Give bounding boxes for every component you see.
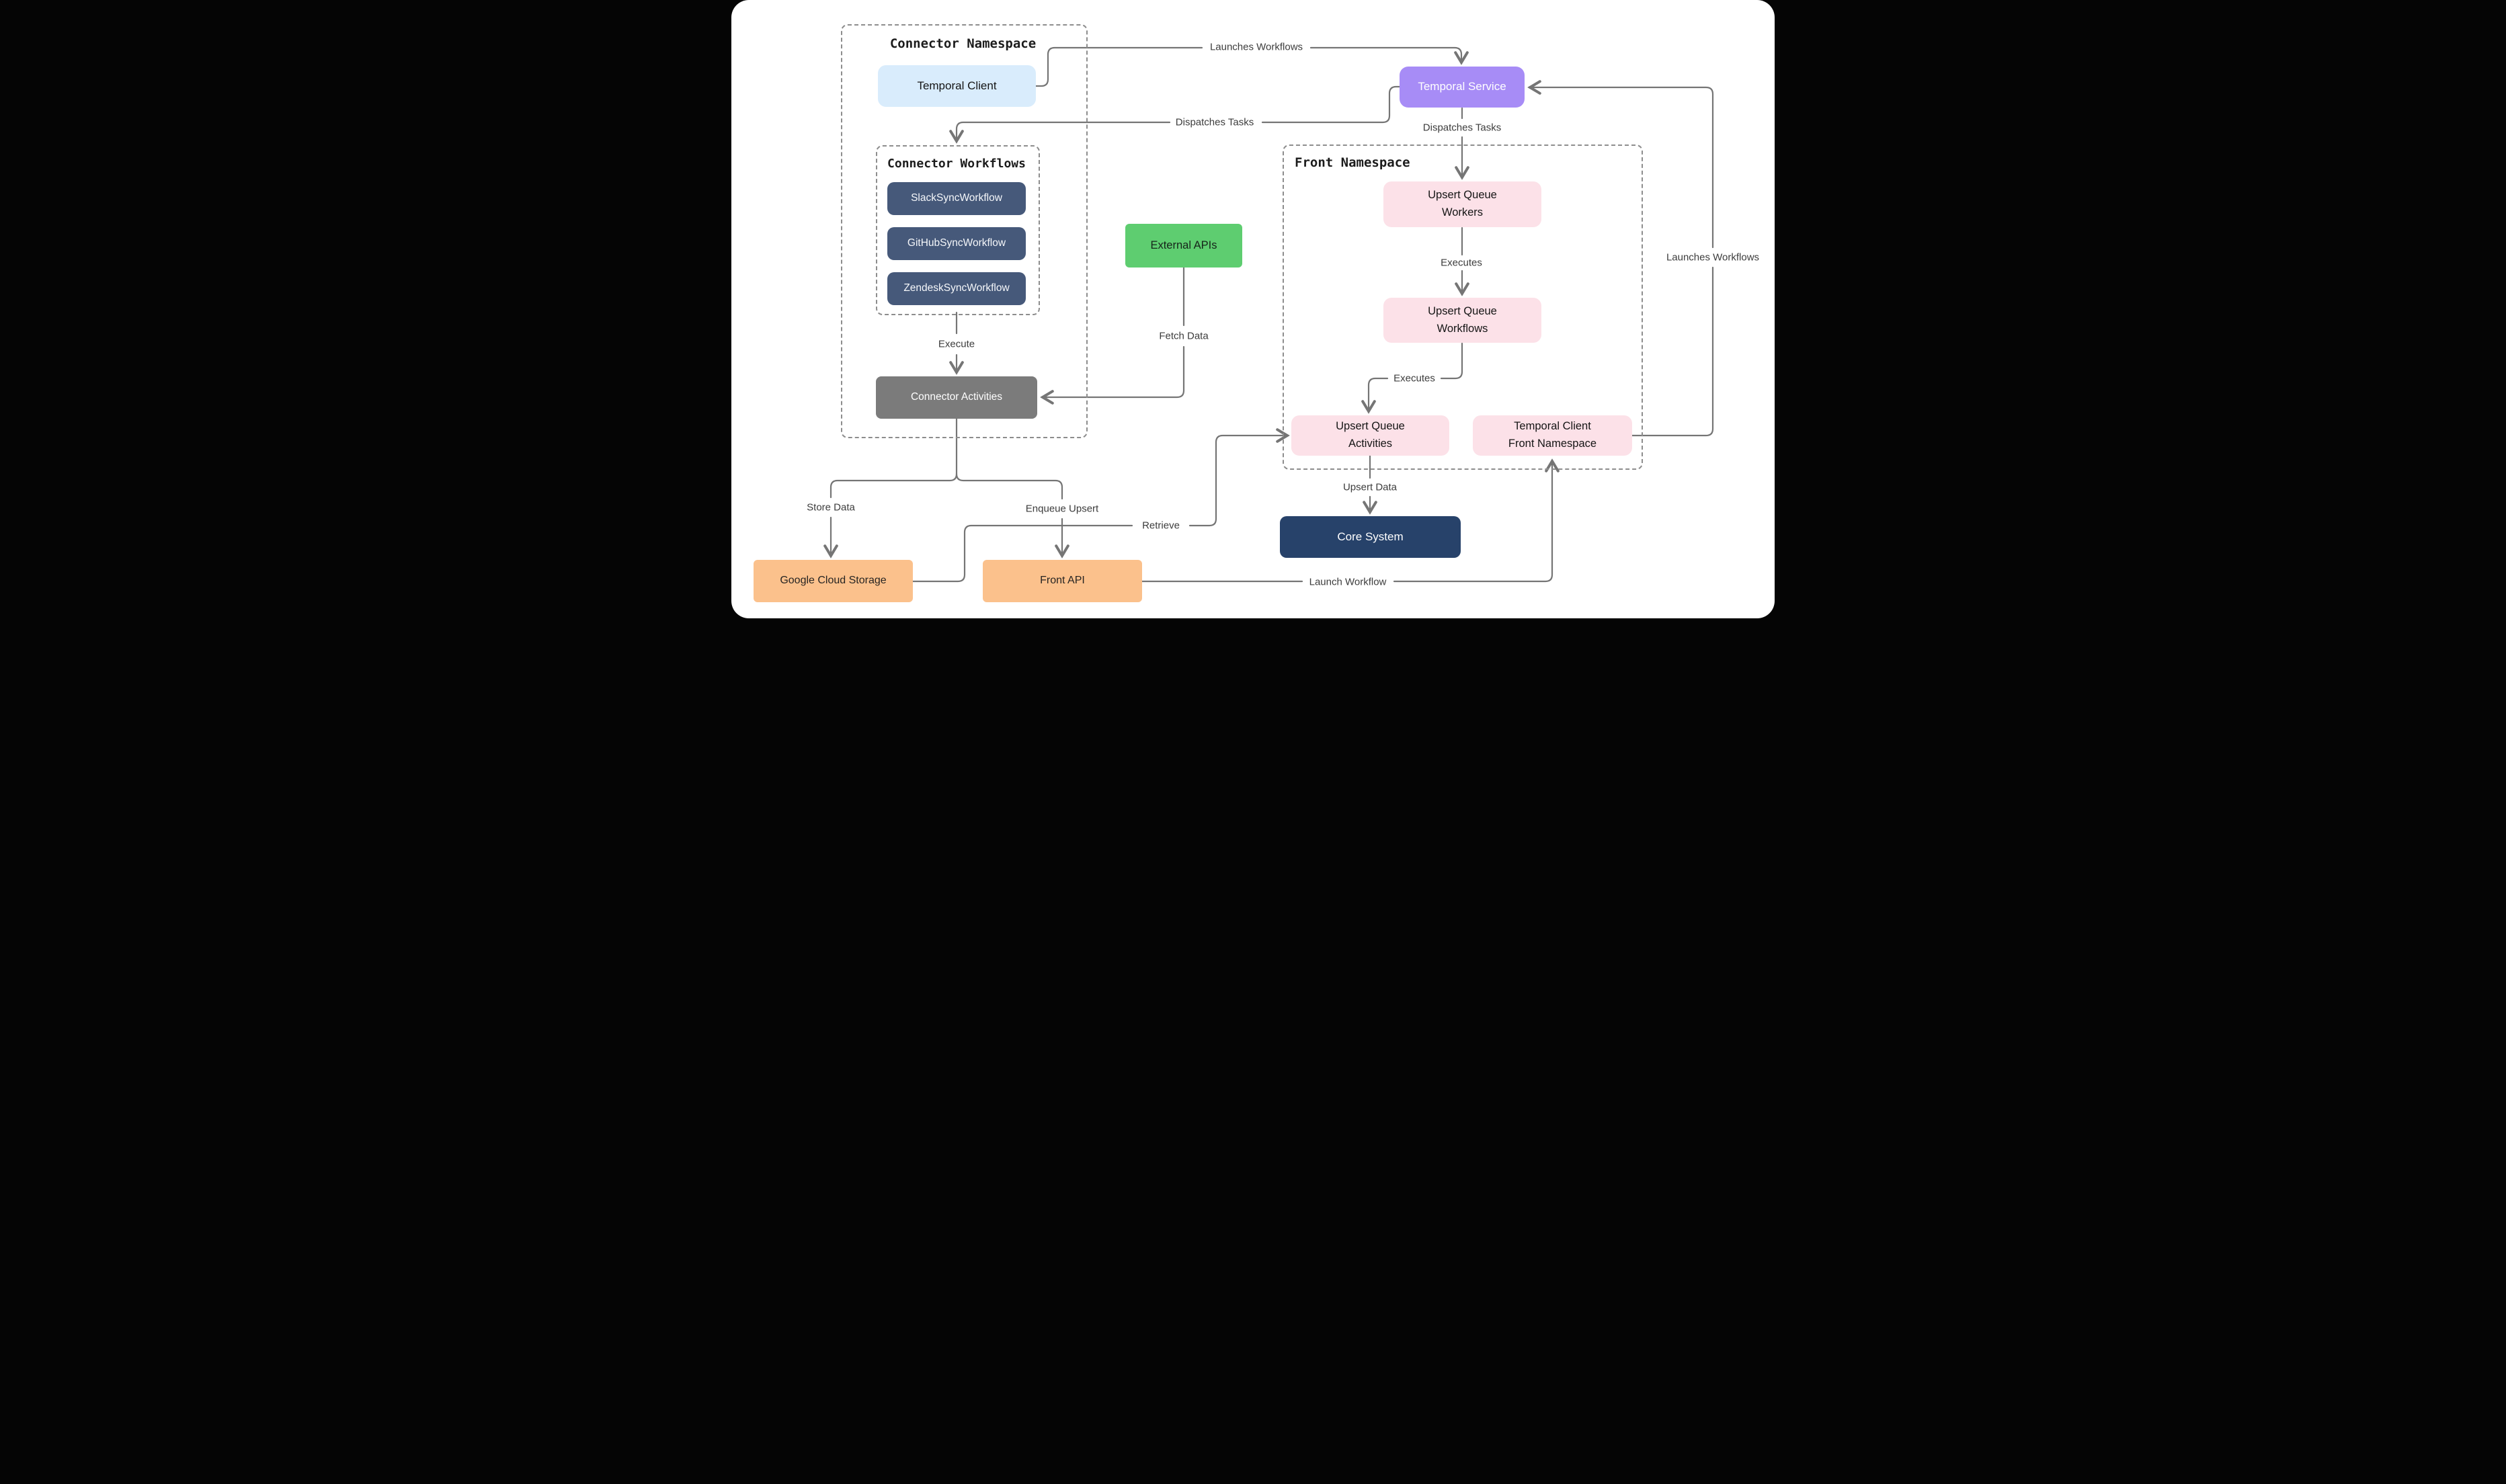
group-connector-namespace xyxy=(841,24,1088,438)
node-upsert-queue-workflows: Upsert Queue Workflows xyxy=(1383,298,1541,343)
node-label: Temporal Client xyxy=(917,79,997,92)
group-title-front-namespace: Front Namespace xyxy=(1295,155,1410,170)
edge-dispatches-tasks-left-a xyxy=(1261,85,1401,124)
edge-launches-workflows-top-a xyxy=(1035,46,1203,87)
edge-executes-workflows-a xyxy=(1440,342,1463,380)
node-temporal-client-front-namespace: Temporal Client Front Namespace xyxy=(1473,415,1632,456)
group-title-connector-namespace: Connector Namespace xyxy=(889,36,1037,51)
edge-label-executes-workflows: Executes xyxy=(1393,372,1435,384)
edge-label-launches-workflows-right: Launches Workflows xyxy=(1666,251,1760,263)
edge-launches-workflows-top-b xyxy=(1309,46,1461,62)
edge-label-launches-workflows-top: Launches Workflows xyxy=(1209,41,1303,53)
edge-retrieve-b xyxy=(1188,436,1287,527)
node-temporal-client: Temporal Client xyxy=(878,65,1036,107)
edge-label-retrieve: Retrieve xyxy=(1142,520,1180,532)
connector-lines xyxy=(731,46,1714,583)
node-slack-sync-workflow: SlackSyncWorkflow xyxy=(887,182,1026,215)
node-label: Upsert Queue Workflows xyxy=(1428,304,1497,335)
edge-launches-workflows-right-a xyxy=(1631,266,1714,437)
edge-launch-workflow-b xyxy=(1393,462,1552,583)
node-github-sync-workflow: GitHubSyncWorkflow xyxy=(887,227,1026,260)
edge-label-launch-workflow: Launch Workflow xyxy=(1309,576,1387,588)
node-upsert-queue-activities: Upsert Queue Activities xyxy=(1291,415,1449,456)
node-label: Front API xyxy=(1040,575,1085,587)
node-label: Temporal Service xyxy=(1418,80,1506,93)
node-label: Upsert Queue Activities xyxy=(1336,420,1405,450)
edge-label-dispatches-tasks-left: Dispatches Tasks xyxy=(1175,116,1254,128)
node-label: Temporal Client Front Namespace xyxy=(1508,420,1597,450)
diagram-canvas: Connector Namespace Connector Workflows … xyxy=(731,0,1775,618)
edge-label-upsert-data: Upsert Data xyxy=(1342,481,1398,493)
group-connector-workflows xyxy=(876,145,1040,315)
node-zendesk-sync-workflow: ZendeskSyncWorkflow xyxy=(887,272,1026,305)
node-upsert-queue-workers: Upsert Queue Workers xyxy=(1383,181,1541,227)
node-label: SlackSyncWorkflow xyxy=(911,192,1002,204)
edge-executes-workflows-b xyxy=(1369,377,1389,411)
edge-split-right xyxy=(955,472,1063,500)
edge-fetch-data-b xyxy=(1043,345,1185,397)
edge-label-enqueue-upsert: Enqueue Upsert xyxy=(1025,503,1099,515)
node-core-system: Core System xyxy=(1280,516,1461,558)
node-label: GitHubSyncWorkflow xyxy=(907,237,1006,249)
edge-label-fetch-data: Fetch Data xyxy=(1159,330,1209,342)
edge-label-executes-workers: Executes xyxy=(1441,257,1482,269)
node-label: Upsert Queue Workers xyxy=(1428,189,1497,218)
node-label: External APIs xyxy=(1150,239,1217,251)
edge-launches-workflows-right-b xyxy=(1531,87,1714,249)
node-label: Google Cloud Storage xyxy=(780,575,887,587)
edge-split-left xyxy=(830,472,958,499)
node-temporal-service: Temporal Service xyxy=(1400,67,1525,108)
node-front-api: Front API xyxy=(983,560,1142,602)
node-label: Core System xyxy=(1337,530,1404,543)
edge-label-execute: Execute xyxy=(938,338,975,350)
group-title-connector-workflows: Connector Workflows xyxy=(887,157,1026,171)
edge-label-dispatches-tasks-right: Dispatches Tasks xyxy=(1422,122,1502,134)
node-external-apis: External APIs xyxy=(1125,224,1242,267)
edge-dispatches-tasks-left-b xyxy=(957,121,1171,140)
group-front-namespace xyxy=(1283,145,1643,470)
node-google-cloud-storage: Google Cloud Storage xyxy=(754,560,913,602)
node-connector-activities: Connector Activities xyxy=(876,376,1037,419)
edge-retrieve-a xyxy=(912,524,1133,583)
node-label: Connector Activities xyxy=(910,391,1003,403)
node-label: ZendeskSyncWorkflow xyxy=(903,282,1010,294)
edge-label-store-data: Store Data xyxy=(807,501,855,513)
